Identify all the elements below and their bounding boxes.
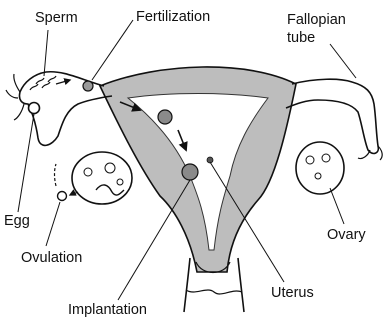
label-sperm: Sperm bbox=[35, 11, 78, 26]
leader-ovary bbox=[330, 188, 344, 224]
label-fallopian-line1: Fallopian bbox=[287, 11, 346, 29]
leader-implantation bbox=[118, 180, 190, 300]
label-ovulation: Ovulation bbox=[21, 251, 82, 266]
leader-fertilization bbox=[92, 20, 133, 80]
left-ovary bbox=[72, 152, 132, 204]
sperm-cells bbox=[30, 76, 56, 90]
egg-cell bbox=[29, 103, 40, 114]
label-fertilization: Fertilization bbox=[136, 10, 210, 25]
leader-fallopian bbox=[330, 44, 356, 78]
fertilized-egg bbox=[83, 81, 93, 91]
leader-sperm bbox=[44, 30, 48, 76]
leader-egg bbox=[18, 114, 34, 212]
label-fallopian-line2: tube bbox=[287, 29, 346, 47]
dividing-cells bbox=[158, 110, 172, 124]
label-fallopian-tube: Fallopian tube bbox=[287, 11, 346, 47]
label-ovary: Ovary bbox=[327, 228, 366, 243]
leader-ovulation bbox=[46, 202, 60, 246]
label-egg: Egg bbox=[4, 214, 30, 229]
right-fallopian-tube bbox=[286, 79, 378, 153]
label-implantation: Implantation bbox=[68, 303, 147, 318]
ovulated-egg bbox=[58, 192, 67, 201]
label-uterus: Uterus bbox=[271, 286, 314, 301]
implanting-embryo bbox=[182, 164, 198, 180]
right-ovary bbox=[296, 142, 344, 194]
